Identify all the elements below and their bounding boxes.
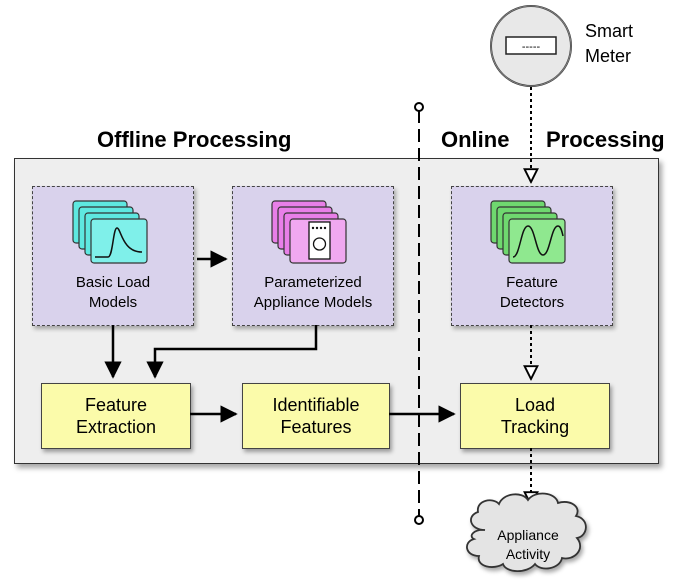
load-tracking-label-2: Tracking [500, 417, 570, 437]
load-curve-cards-icon [72, 200, 148, 264]
cloud-icon [466, 492, 587, 573]
identifiable-features-label-2: Features [280, 417, 352, 437]
basic-load-models-label-1: Basic Load [75, 274, 151, 291]
basic-load-models-label-2: Models [88, 294, 138, 311]
offline-processing-title: Offline Processing [97, 127, 292, 152]
appliance-activity-label: Appliance Activity [470, 526, 586, 564]
load-tracking-box: Load Tracking [460, 383, 610, 449]
smart-meter-icon: ----- [490, 5, 572, 87]
feature-extraction-label-2: Extraction [75, 417, 157, 437]
parameterized-models-label-1: Parameterized [264, 274, 362, 291]
load-tracking-label-1: Load [514, 395, 556, 415]
feature-detectors-label-1: Feature [506, 274, 558, 291]
waveform-cards-icon [490, 200, 566, 264]
smart-meter-label-2: Meter [585, 46, 632, 66]
offline-online-divider [414, 102, 424, 525]
feature-extraction-label-1: Feature [84, 395, 148, 415]
smart-meter-label-1: Smart [585, 21, 634, 41]
parameterized-appliance-models-box: Parameterized Appliance Models [232, 186, 394, 326]
online-processing-title-b: Processing [546, 127, 665, 152]
appliance-activity-label-2: Activity [505, 546, 551, 562]
meter-display-text: ----- [522, 41, 541, 53]
identifiable-features-box: Identifiable Features [242, 383, 390, 449]
parameterized-models-label-2: Appliance Models [253, 294, 373, 311]
identifiable-features-label-1: Identifiable [272, 395, 360, 415]
arrow-param-to-extraction [146, 325, 318, 379]
feature-detectors-label-2: Detectors [499, 294, 565, 311]
feature-extraction-box: Feature Extraction [41, 383, 191, 449]
online-processing-title-a: Online [441, 127, 510, 152]
washing-machine-cards-icon [271, 200, 347, 264]
appliance-activity-label-1: Appliance [497, 527, 559, 543]
